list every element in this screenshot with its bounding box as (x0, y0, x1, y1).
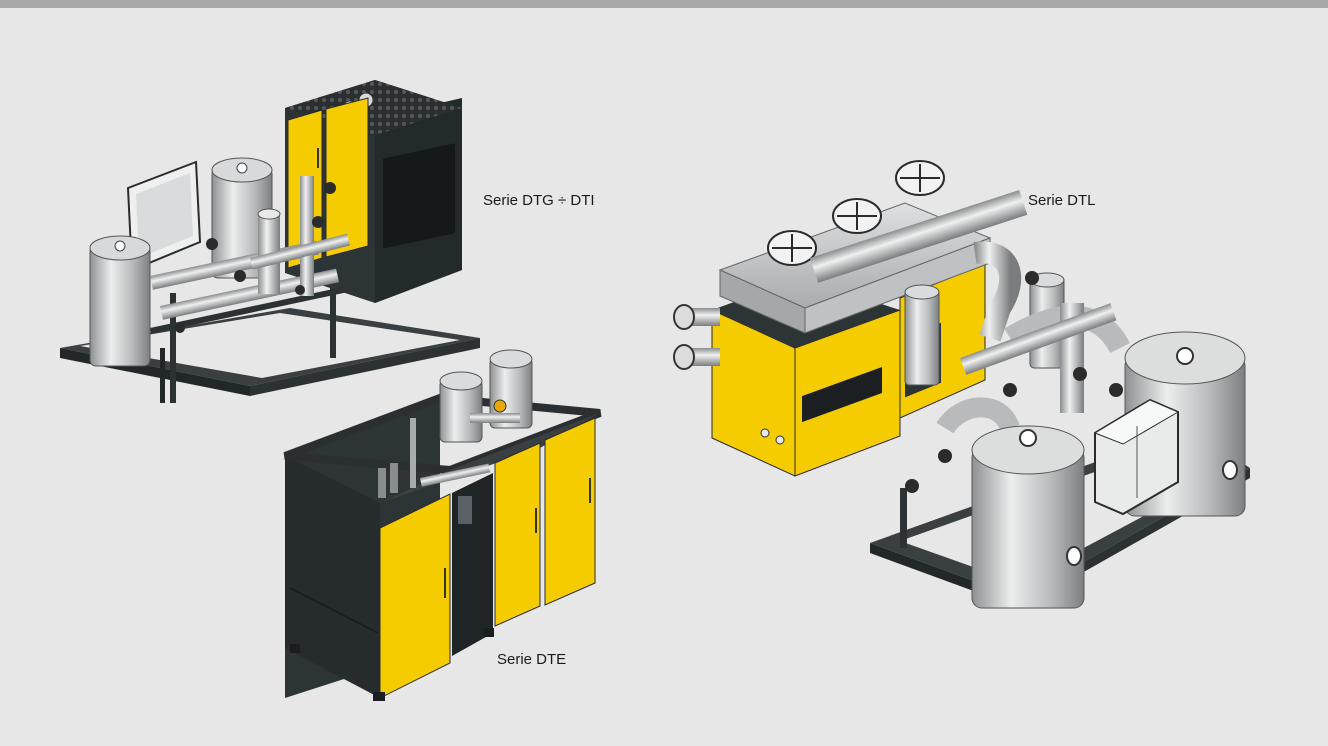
illustration-canvas: Serie DTG ÷ DTI Serie DTL Serie DTE (0, 8, 1328, 746)
dte-dryer-illustration (283, 349, 602, 701)
dtg-dti-dryer-illustration (60, 80, 480, 403)
label-serie-dtl: Serie DTL (1028, 192, 1096, 209)
dtl-dryer-illustration (673, 160, 1250, 609)
label-serie-dtg-dti: Serie DTG ÷ DTI (483, 192, 595, 209)
top-border (0, 0, 1328, 8)
label-serie-dte: Serie DTE (497, 651, 567, 668)
